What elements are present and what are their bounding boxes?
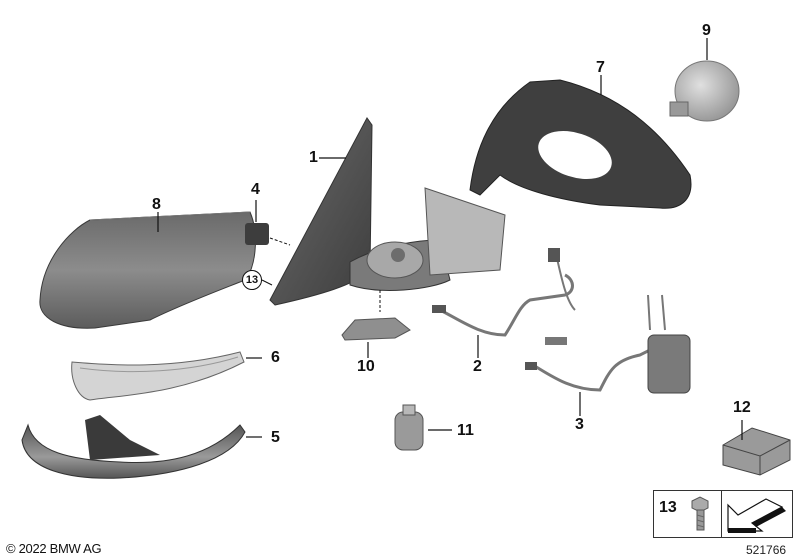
legend-box: 13 — [653, 490, 793, 538]
lower-trim-part — [21, 415, 262, 479]
mirror-motor-part — [669, 38, 740, 122]
callout-7: 7 — [596, 59, 605, 76]
callout-1: 1 — [309, 149, 318, 166]
callout-5: 5 — [271, 429, 280, 446]
wiring-harness-b-part — [525, 294, 691, 416]
legend-item-number: 13 — [659, 499, 677, 516]
mirror-cap-part — [39, 211, 256, 329]
screw-icon — [691, 496, 709, 531]
legend-direction — [722, 491, 792, 537]
fold-actuator-part — [394, 404, 452, 451]
callout-12: 12 — [733, 399, 751, 416]
diagram-reference-number: 521766 — [746, 543, 787, 557]
callout-3: 3 — [575, 416, 584, 433]
mirror-body-part — [269, 117, 506, 312]
legend-item-screw: 13 — [654, 491, 722, 537]
repair-kit-part — [722, 420, 791, 476]
callout-6: 6 — [271, 349, 280, 366]
callout-9: 9 — [702, 22, 711, 39]
callout-2: 2 — [473, 358, 482, 375]
connector-part — [245, 200, 291, 246]
arrow-direction-icon — [727, 498, 786, 533]
wiring-harness-a-part — [432, 248, 576, 358]
callout-11: 11 — [457, 422, 474, 439]
callout-4: 4 — [251, 181, 260, 198]
copyright-text: © 2022 BMW AG — [6, 541, 102, 556]
callout-10: 10 — [357, 358, 375, 375]
bottom-cover-part — [341, 317, 411, 358]
mirror-frame-part — [469, 75, 692, 209]
callout-13-circled: 13 — [242, 270, 262, 290]
callout-8: 8 — [152, 196, 161, 213]
turn-signal-part — [71, 351, 262, 401]
